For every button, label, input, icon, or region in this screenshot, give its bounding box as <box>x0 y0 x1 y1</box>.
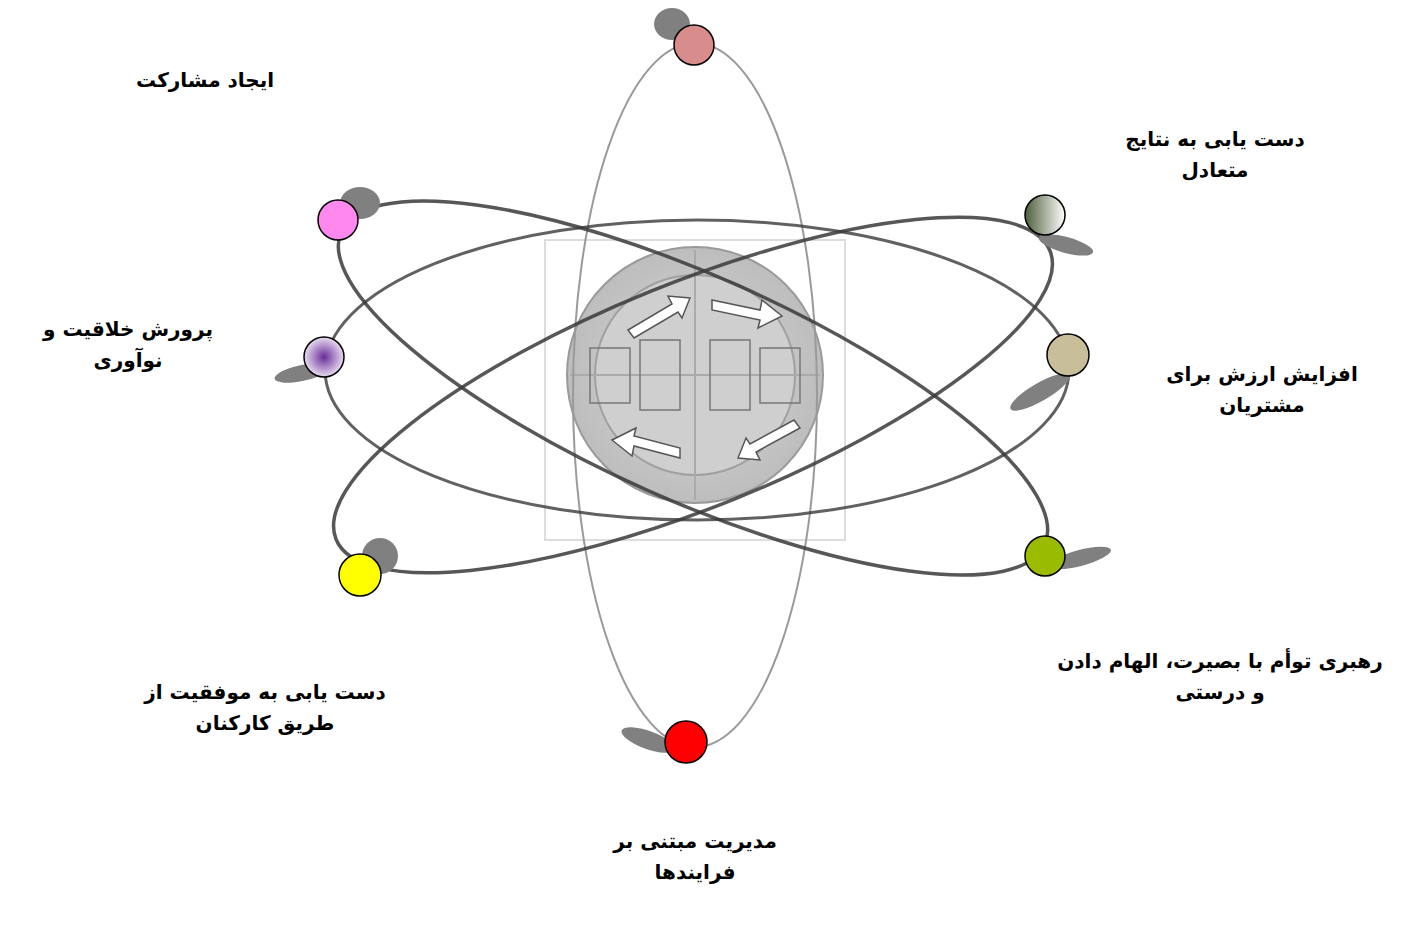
orbit-label: دست یابی به موفقیت از طریق کارکنان <box>125 677 405 739</box>
orbit-label: افزایش ارزش برای مشتریان <box>1162 359 1362 421</box>
orbit-label: پرورش خلاقیت و نوآوری <box>12 314 244 376</box>
core-symbol <box>545 240 845 540</box>
orbits <box>294 43 1092 747</box>
ball-shadows <box>273 8 1113 758</box>
orbit-label: دست یابی به نتایج متعادل <box>1105 124 1325 186</box>
orbit-label: مدیریت مبتنی بر فرایندها <box>580 826 810 888</box>
orbit-label: ایجاد مشارکت <box>75 65 335 96</box>
orbit-balls <box>304 25 1089 763</box>
orbit-label: رهبری توأم با بصیرت، الهام دادن و درستی <box>1055 646 1385 708</box>
